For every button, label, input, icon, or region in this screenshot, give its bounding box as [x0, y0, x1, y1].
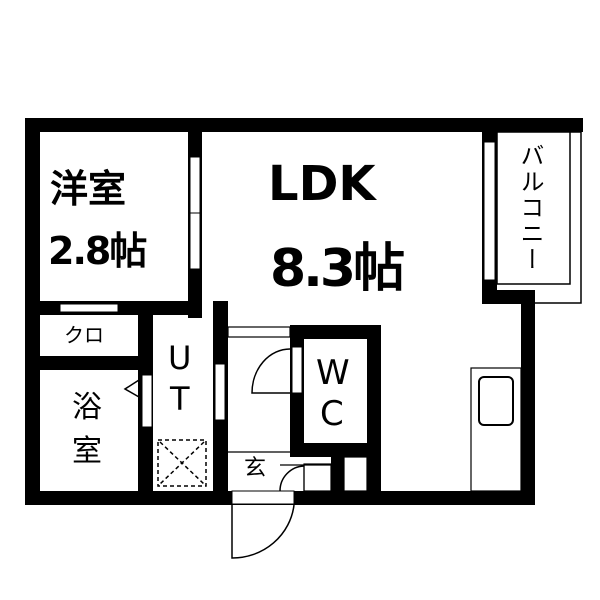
ldk-label: LDK — [268, 156, 376, 212]
toilet-label-line1: W — [316, 353, 350, 393]
bath-entry-marker — [123, 379, 140, 398]
bathroom-label-line1: 浴 — [72, 390, 102, 425]
utility-label-line1: U — [168, 339, 192, 377]
toilet-label-line2: C — [320, 394, 344, 434]
ldk-size: 8.3帖 — [270, 239, 405, 299]
door-swings — [231, 348, 305, 559]
utility-label-line2: T — [170, 380, 190, 418]
western-room-label: 洋室 — [50, 167, 127, 211]
openings — [59, 141, 496, 505]
western-room-size: 2.8帖 — [48, 229, 147, 273]
washing-machine-space — [157, 439, 207, 487]
inner-lines — [227, 326, 522, 492]
closet-label: クロ — [64, 323, 104, 347]
bathroom-label-line2: 室 — [72, 434, 102, 469]
balcony-label: バルコニー — [516, 143, 544, 273]
entrance-label: 玄 — [244, 456, 267, 481]
